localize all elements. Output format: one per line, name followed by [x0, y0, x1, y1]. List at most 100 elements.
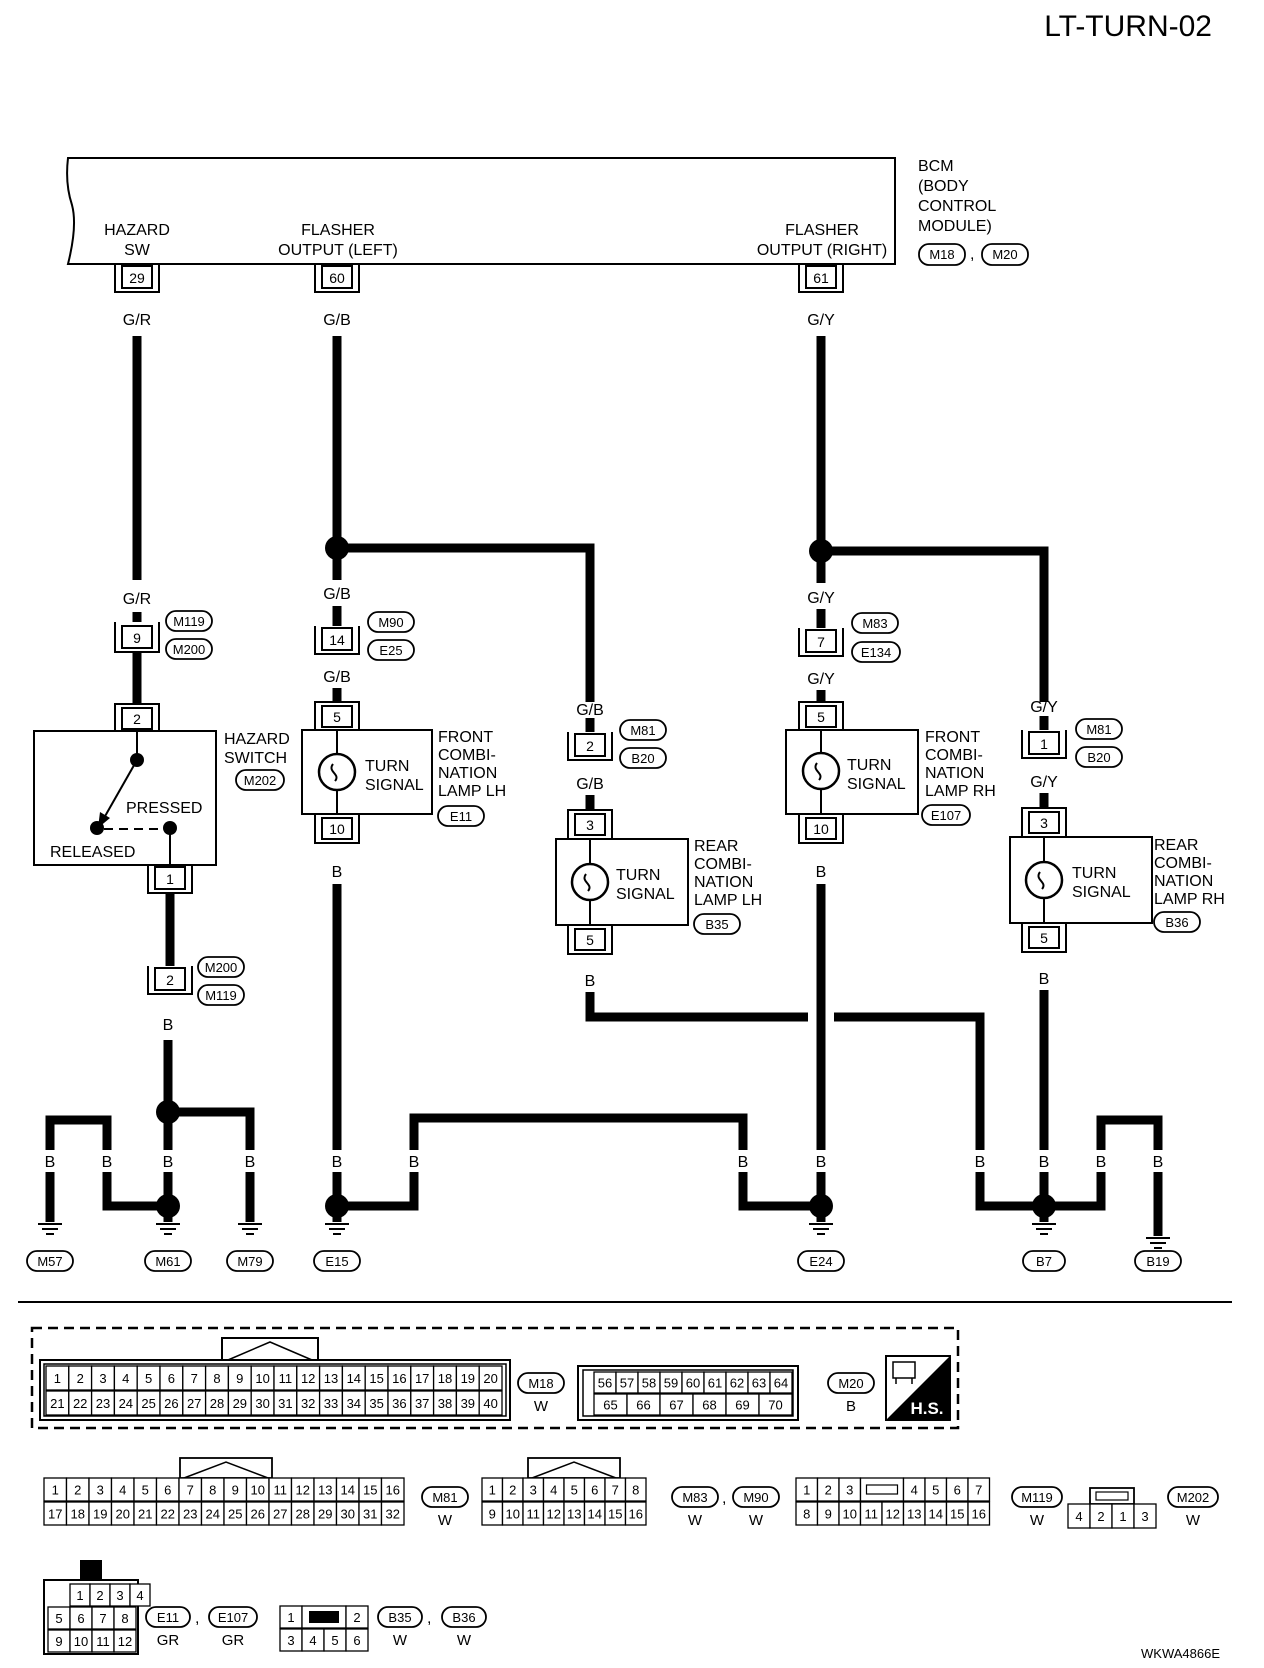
- svg-text:M90: M90: [378, 615, 403, 630]
- m83-pin-cell-label: 13: [567, 1507, 581, 1522]
- m18-pin-cell-label: 37: [415, 1396, 429, 1411]
- m18-pin-cell-label: 29: [233, 1396, 247, 1411]
- m18-pin-cell-label: 11: [279, 1371, 293, 1386]
- front-lamp-lh-wire-out: B: [332, 864, 343, 881]
- e11-e107-separator: ,: [195, 1610, 199, 1627]
- hs-badge-label: H.S.: [910, 1399, 943, 1418]
- svg-text:2: 2: [166, 972, 174, 988]
- front-combination-lamp-rh: 5 TURN SIGNAL 10 FRONT COMBI- NATION LAM…: [785, 701, 996, 844]
- bcm-term-hazard-sw-l2: SW: [124, 242, 151, 259]
- m81-pin-cell-label: 16: [386, 1483, 400, 1498]
- m20-pin-cell-label: 57: [620, 1376, 634, 1391]
- m119-pin-cell-label: 9: [825, 1507, 832, 1522]
- svg-text:M18: M18: [929, 247, 954, 262]
- rear-lamp-lh-signal-line-1: TURN: [616, 867, 660, 884]
- m81-pin-cell-label: 30: [341, 1507, 355, 1522]
- m18-pin-cell: [478, 1365, 503, 1391]
- m81-pin-cell-label: 2: [74, 1483, 81, 1498]
- ground-wire-label-8: B: [816, 1154, 827, 1171]
- m119-pin-cell-label: 6: [954, 1483, 961, 1498]
- m20-pin-cell-label: 58: [642, 1376, 656, 1391]
- ground-wire-label-7: B: [738, 1154, 749, 1171]
- m20-pin-cell-label: 56: [598, 1376, 612, 1391]
- bcm-pin-60: 60: [314, 264, 360, 293]
- svg-text:3: 3: [586, 817, 594, 833]
- bcm-connector-m20: M20: [981, 243, 1029, 266]
- m18-pin-cell-label: 6: [168, 1371, 175, 1386]
- rear-lamp-rh-signal-line-2: SIGNAL: [1072, 884, 1131, 901]
- bcm-term-flasher-right-l1: FLASHER: [785, 222, 859, 239]
- left-branch: G/B 14 M90 E25 G/B 5 TURN SIGNAL 10: [301, 336, 985, 1150]
- m83-pin-cell-label: 9: [489, 1507, 496, 1522]
- bcm-label-line-1: BCM: [918, 158, 954, 175]
- m18-pin-cell-label: 3: [99, 1371, 106, 1386]
- m20-pin-cell-label: 63: [752, 1376, 766, 1391]
- ground-wire-label-5: B: [332, 1154, 343, 1171]
- front-lamp-rh-connector: E107: [931, 808, 961, 823]
- svg-text:9: 9: [133, 630, 141, 646]
- m81-pin-cell-label: 21: [138, 1507, 152, 1522]
- svg-text:E15: E15: [325, 1254, 348, 1269]
- m18-pin-cell-label: 26: [164, 1396, 178, 1411]
- m18-pin-cell-label: 17: [415, 1371, 429, 1386]
- rear-rh-wire-mid-label: G/Y: [1030, 774, 1058, 791]
- svg-text:W: W: [1186, 1512, 1201, 1529]
- m18-pin-cell-label: 25: [141, 1396, 155, 1411]
- e11-pin-cell-label: 4: [136, 1588, 143, 1603]
- m81-pin-cell-label: 31: [363, 1507, 377, 1522]
- m18-pin-cell-label: 2: [77, 1371, 84, 1386]
- m20-pin-cell-label: 66: [636, 1398, 650, 1413]
- hazard-switch-pressed-label: PRESSED: [126, 800, 202, 817]
- svg-text:M83: M83: [682, 1490, 707, 1505]
- m119-pin-cell-label: 8: [803, 1507, 810, 1522]
- m83-pin-cell: [624, 1477, 647, 1502]
- svg-text:M119: M119: [1021, 1490, 1053, 1505]
- m20-pin-cell-label: 62: [730, 1376, 744, 1391]
- right-wire-top-label: G/Y: [807, 590, 835, 607]
- m119-pin-cell-label: 12: [886, 1507, 900, 1522]
- b35-pin-cell-label: 5: [331, 1633, 338, 1648]
- svg-text:GR: GR: [222, 1632, 245, 1649]
- hazard-switch-label-line-2: SWITCH: [224, 750, 287, 767]
- ground-wire-label-12: B: [1153, 1154, 1164, 1171]
- left-wire-top-label: G/B: [323, 586, 351, 603]
- m81-pin-cell-label: 11: [274, 1483, 288, 1498]
- svg-text:2: 2: [586, 738, 594, 754]
- m119-pin-cell-label: 11: [865, 1507, 879, 1522]
- rear-lh-feed-wire-label: G/B: [576, 702, 604, 719]
- svg-text:W: W: [1030, 1512, 1045, 1529]
- svg-text:3: 3: [1040, 815, 1048, 831]
- rear-lh-inline-connector: 2 M81 B20: [567, 719, 667, 769]
- ground-symbol-m61: M61: [144, 1223, 192, 1272]
- b35-pin-cell-label: 2: [353, 1610, 360, 1625]
- m119-pin-cell-label: 14: [929, 1507, 943, 1522]
- rear-lamp-rh-signal-line-1: TURN: [1072, 865, 1116, 882]
- svg-text:5: 5: [1040, 930, 1048, 946]
- m18-pin-cell-label: 13: [324, 1371, 338, 1386]
- m18-pin-cell-label: 40: [483, 1396, 497, 1411]
- e11-pin-cell-label: 11: [96, 1634, 110, 1649]
- m81-pin-cell-label: 24: [206, 1507, 220, 1522]
- m119-pin-cell-label: 3: [846, 1483, 853, 1498]
- front-lamp-rh-label-line-3: NATION: [925, 765, 984, 782]
- svg-text:B: B: [846, 1398, 856, 1415]
- m18-pin-cell-label: 28: [210, 1396, 224, 1411]
- e11-pin-cell: [129, 1583, 151, 1607]
- svg-text:W: W: [749, 1512, 764, 1529]
- e11-pin-cell-label: 12: [118, 1634, 132, 1649]
- m119-pin-cell-label: 10: [843, 1507, 857, 1522]
- ground-wire-label-4: B: [245, 1154, 256, 1171]
- ground-wire-label-3: B: [163, 1154, 174, 1171]
- rear-combination-lamp-rh: 3 TURN SIGNAL 5 REAR COMBI- NATION LAMP …: [1009, 807, 1225, 953]
- m119-pin-cell-label: 5: [932, 1483, 939, 1498]
- m20-pin-cell: [758, 1393, 793, 1416]
- bcm-connector-separator: ,: [970, 246, 974, 263]
- m81-pin-cell-label: 9: [232, 1483, 239, 1498]
- m18-pin-cell-label: 31: [278, 1396, 292, 1411]
- rear-lamp-lh-wire-out: B: [585, 973, 596, 990]
- svg-text:M61: M61: [155, 1254, 180, 1269]
- m83-pin-cell-label: 4: [550, 1483, 557, 1498]
